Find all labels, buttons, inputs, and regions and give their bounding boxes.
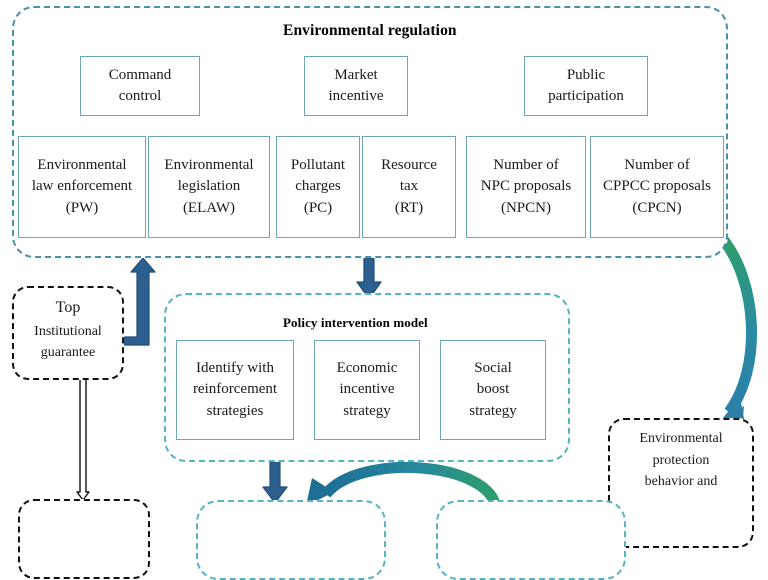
box-indicator-rt-line-3: (RT) [394, 199, 424, 216]
box-public-participation-line-2: participation [548, 88, 624, 104]
arrow-policy-model-to-outcome [262, 461, 288, 504]
region-title-policy-intervention-model: Policy intervention model [283, 315, 428, 330]
box-indicator-pc-line-2: charges [295, 178, 341, 195]
box-indicator-npcn-line-2: NPC proposals [480, 178, 572, 195]
box-indicator-cpcn-line-3: (CPCN) [632, 199, 682, 216]
box-indicator-pw-line-1: Environmental [37, 157, 127, 174]
box-command-control-line-2: control [118, 88, 162, 104]
node-bottom-center-clipped[interactable] [196, 500, 386, 580]
box-public-participation-line-1: Public [566, 66, 606, 83]
strategy-1-line-2: reinforcement [192, 381, 278, 398]
box-market-incentive-line-2: incentive [328, 88, 384, 104]
box-indicator-rt[interactable]: Resource tax (RT) [362, 136, 456, 238]
guarantee-line-3: guarantee [40, 345, 96, 361]
node-environmental-protection-behavior-text: Environmental protection behavior and [608, 428, 754, 493]
strategy-1-line-1: Identify with [196, 360, 274, 377]
box-indicator-pc-line-1: Pollutant [290, 157, 346, 174]
strategy-2-line-1: Economic [336, 360, 398, 377]
arrow-institutional-guarantee-to-regulation [121, 257, 156, 346]
box-indicator-rt-line-1: Resource [381, 157, 437, 174]
box-public-participation[interactable]: Public participation [524, 56, 648, 116]
box-indicator-cpcn-line-1: Number of [624, 157, 690, 174]
box-strategy-economic-incentive[interactable]: Economic incentive strategy [314, 340, 420, 440]
node-bottom-right-clipped[interactable] [436, 500, 626, 580]
strategy-2-line-2: incentive [339, 381, 395, 398]
box-indicator-npcn-line-1: Number of [493, 157, 559, 174]
box-indicator-pc-line-3: (PC) [303, 199, 333, 216]
box-command-control[interactable]: Command control [80, 56, 200, 116]
box-indicator-elaw-line-3: (ELAW) [182, 199, 236, 216]
box-command-control-line-1: Command [108, 66, 172, 83]
strategy-1-line-3: strategies [206, 402, 264, 419]
box-indicator-npcn-line-3: (NPCN) [500, 199, 551, 216]
box-indicator-rt-line-2: tax [399, 178, 419, 195]
box-indicator-elaw-line-1: Environmental [164, 157, 254, 174]
strategy-2-line-3: strategy [343, 402, 391, 419]
box-indicator-pw-line-2: law enforcement [31, 178, 133, 195]
box-indicator-cpcn[interactable]: Number of CPPCC proposals (CPCN) [590, 136, 724, 238]
box-indicator-npcn[interactable]: Number of NPC proposals (NPCN) [466, 136, 586, 238]
box-market-incentive[interactable]: Market incentive [304, 56, 408, 116]
diagram-canvas: Environmental regulation Command control… [12, 6, 758, 580]
behavior-line-2: protection [652, 452, 710, 468]
box-indicator-pw-line-3: (PW) [65, 199, 99, 216]
region-title-environmental-regulation: Environmental regulation [283, 22, 457, 39]
strategy-3-line-2: boost [476, 381, 510, 398]
box-market-incentive-line-1: Market [334, 66, 378, 83]
box-indicator-pw[interactable]: Environmental law enforcement (PW) [18, 136, 146, 238]
guarantee-line-2: Institutional [34, 323, 102, 339]
box-indicator-cpcn-line-2: CPPCC proposals [603, 178, 711, 195]
guarantee-line-1: Top [55, 299, 81, 316]
strategy-3-line-3: strategy [469, 402, 517, 419]
behavior-line-1: Environmental [639, 431, 723, 446]
box-indicator-elaw[interactable]: Environmental legislation (ELAW) [148, 136, 270, 238]
node-top-institutional-guarantee-text: Top Institutional guarantee [12, 296, 124, 364]
node-bottom-left-clipped[interactable] [18, 499, 150, 579]
behavior-line-3: behavior and [644, 474, 718, 490]
box-strategy-social-boost[interactable]: Social boost strategy [440, 340, 546, 440]
box-strategy-identify-reinforcement[interactable]: Identify with reinforcement strategies [176, 340, 294, 440]
box-indicator-pc[interactable]: Pollutant charges (PC) [276, 136, 360, 238]
curved-arrow-regulation-to-behavior [710, 234, 758, 428]
strategy-3-line-1: Social [474, 360, 512, 377]
node-top-institutional-guarantee[interactable] [12, 286, 124, 380]
box-indicator-elaw-line-2: legislation [177, 178, 241, 195]
